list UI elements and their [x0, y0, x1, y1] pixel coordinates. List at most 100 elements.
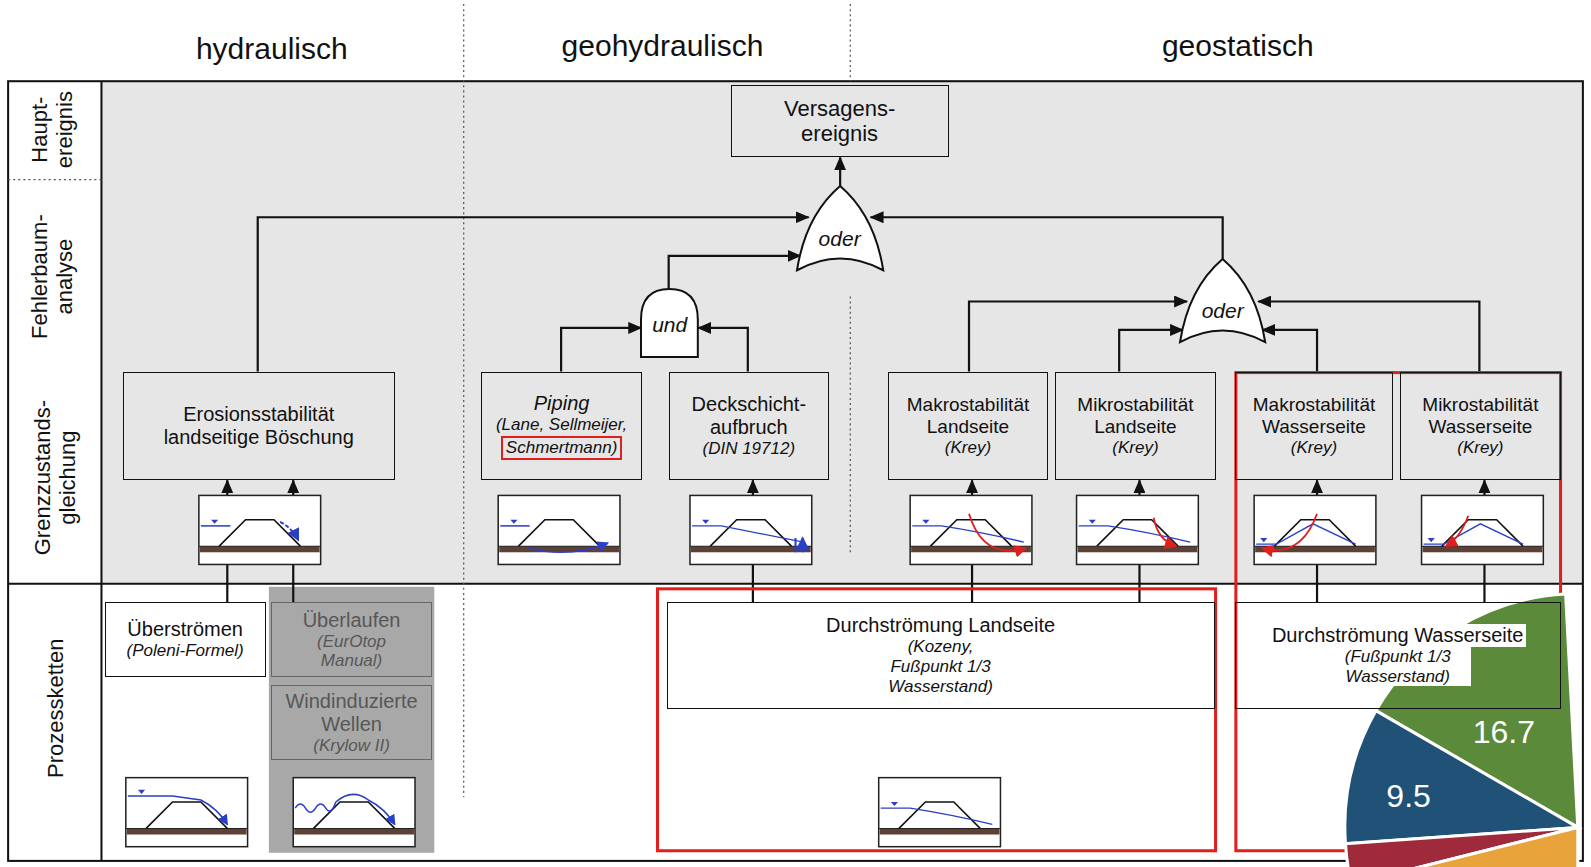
row-divider [8, 583, 1583, 585]
node-subtitle: Schmertmann) [501, 436, 622, 460]
greyed-area [269, 587, 434, 853]
node-content: oder [819, 205, 861, 251]
pie-slice [1352, 827, 1578, 867]
node-title: Mikrostabilität Landseite [1060, 394, 1210, 438]
process-box: Durchströmung Landseite(Kozeny, Fußpunkt… [667, 602, 1215, 709]
and-gate: und [641, 289, 698, 357]
micro-stability-water-icon [1422, 495, 1544, 564]
connector-arrow [669, 256, 801, 289]
row-heading: Grenzzustands- gleichung [31, 392, 80, 562]
connector-arrow [1258, 302, 1479, 372]
connector-arrow [1119, 330, 1183, 372]
node-subtitle: (Poleni-Formel) [127, 641, 244, 661]
row-heading: Fehlerbaum- analyse [28, 206, 77, 346]
node-title: Piping [534, 392, 590, 415]
limit-state-box: Piping(Lane, Sellmeijer,Schmertmann) [481, 372, 642, 481]
row-heading: Prozessketten [44, 618, 69, 798]
greyed-process-box: Überlaufen(EurOtop Manual) [271, 602, 432, 677]
node-subtitle: (Kozeny, Fußpunkt 1/3 Wasserstand) [871, 637, 1011, 696]
highlight-frame [658, 589, 1216, 851]
node-title: und [652, 313, 687, 337]
node-subtitle: (Lane, Sellmeijer, [496, 415, 627, 435]
gate-path [641, 289, 698, 357]
dotted-column-divider [463, 4, 464, 797]
node-content: Überströmen(Poleni-Formel) [127, 618, 244, 661]
connector-arrow [871, 217, 1223, 259]
node-content: Makrostabilität Landseite(Krey) [893, 394, 1043, 457]
node-content: Mikrostabilität Landseite(Krey) [1060, 394, 1210, 457]
process-box: Überströmen(Poleni-Formel) [105, 602, 266, 677]
column-heading: geostatisch [1162, 29, 1314, 63]
limit-state-box: Makrostabilität Landseite(Krey) [888, 372, 1048, 481]
node-title: Makrostabilität Landseite [893, 394, 1043, 438]
node-title: oder [1202, 299, 1244, 323]
wave-icon [293, 778, 415, 847]
connector-arrow [561, 328, 641, 372]
node-subtitle: (DIN 19712) [703, 439, 796, 459]
uplift-icon [690, 495, 812, 564]
node-content: und [652, 309, 687, 337]
node-content: Erosionsstabilität landseitige Böschung [144, 403, 374, 449]
node-subtitle: (EurOtop Manual) [297, 632, 407, 671]
limit-state-box: Erosionsstabilität landseitige Böschung [123, 372, 395, 481]
overflow-icon [126, 778, 248, 847]
node-content: Versagens- ereignis [765, 96, 915, 147]
column-heading: geohydraulisch [562, 29, 764, 63]
node-title: Deckschicht- aufbruch [679, 393, 819, 439]
node-title: Überströmen [127, 618, 243, 641]
node-content: Piping(Lane, Sellmeijer,Schmertmann) [496, 392, 627, 460]
row-header-divider [100, 81, 102, 861]
node-title: Durchströmung Wasserseite [1269, 624, 1527, 647]
node-content: Makrostabilität Wasserseite(Krey) [1239, 394, 1389, 457]
pie-slice [1345, 711, 1578, 844]
table-frame [8, 81, 1583, 861]
node-title: Windinduzierte Wellen [277, 690, 427, 736]
node-subtitle: (Krey) [1291, 438, 1337, 458]
gate-path [797, 186, 883, 270]
dotted-column-divider [850, 296, 851, 553]
connector-arrow [1262, 330, 1317, 372]
node-content: Durchströmung Landseite(Kozeny, Fußpunkt… [826, 614, 1055, 696]
node-content: Durchströmung Wasserseite(Fußpunkt 1/3 W… [1269, 624, 1527, 686]
node-title: oder [819, 227, 861, 251]
greyed-process-box: Windinduzierte Wellen(Krylow II) [271, 685, 432, 760]
node-title: Durchströmung Landseite [826, 614, 1055, 637]
or-gate: oder [1180, 259, 1265, 342]
erosion-icon [199, 495, 321, 564]
node-subtitle: (Krey) [1457, 438, 1503, 458]
micro-stability-land-icon [1077, 495, 1199, 564]
node-subtitle: (Krey) [945, 438, 991, 458]
node-content: Windinduzierte Wellen(Krylow II) [277, 690, 427, 756]
node-title: Erosionsstabilität landseitige Böschung [144, 403, 374, 449]
connector-arrow [258, 217, 809, 371]
pie-value: 9.5 [1386, 779, 1430, 815]
node-title: Versagens- ereignis [765, 96, 915, 147]
dotted-column-divider [850, 4, 851, 81]
macro-stability-water-icon [1254, 495, 1376, 564]
limit-state-box: Mikrostabilität Landseite(Krey) [1055, 372, 1215, 481]
connector-arrow [969, 302, 1187, 372]
piping-icon [498, 495, 620, 564]
connector-arrow [839, 157, 841, 185]
seepage-land-icon [879, 778, 1001, 847]
node-content: oder [1202, 277, 1244, 323]
connector-arrow [698, 328, 748, 372]
limit-state-box: Deckschicht- aufbruch(DIN 19712) [669, 372, 829, 481]
upper-grey-ground [101, 81, 1582, 584]
node-subtitle: (Krey) [1112, 438, 1158, 458]
node-content: Mikrostabilität Wasserseite(Krey) [1405, 394, 1555, 457]
node-subtitle: (Fußpunkt 1/3 Wasserstand) [1325, 647, 1471, 686]
node-content: Deckschicht- aufbruch(DIN 19712) [679, 393, 819, 459]
node-content: Überlaufen(EurOtop Manual) [297, 609, 407, 671]
gate-path [1180, 259, 1265, 342]
node-title: Mikrostabilität Wasserseite [1405, 394, 1555, 438]
top-event-box: Versagens- ereignis [731, 85, 949, 157]
macro-stability-land-icon [910, 495, 1032, 564]
or-gate: oder [797, 186, 883, 270]
pie-value: 16.7 [1473, 715, 1535, 751]
limit-state-box: Mikrostabilität Wasserseite(Krey) [1400, 372, 1560, 481]
process-box: Durchströmung Wasserseite(Fußpunkt 1/3 W… [1235, 602, 1561, 709]
